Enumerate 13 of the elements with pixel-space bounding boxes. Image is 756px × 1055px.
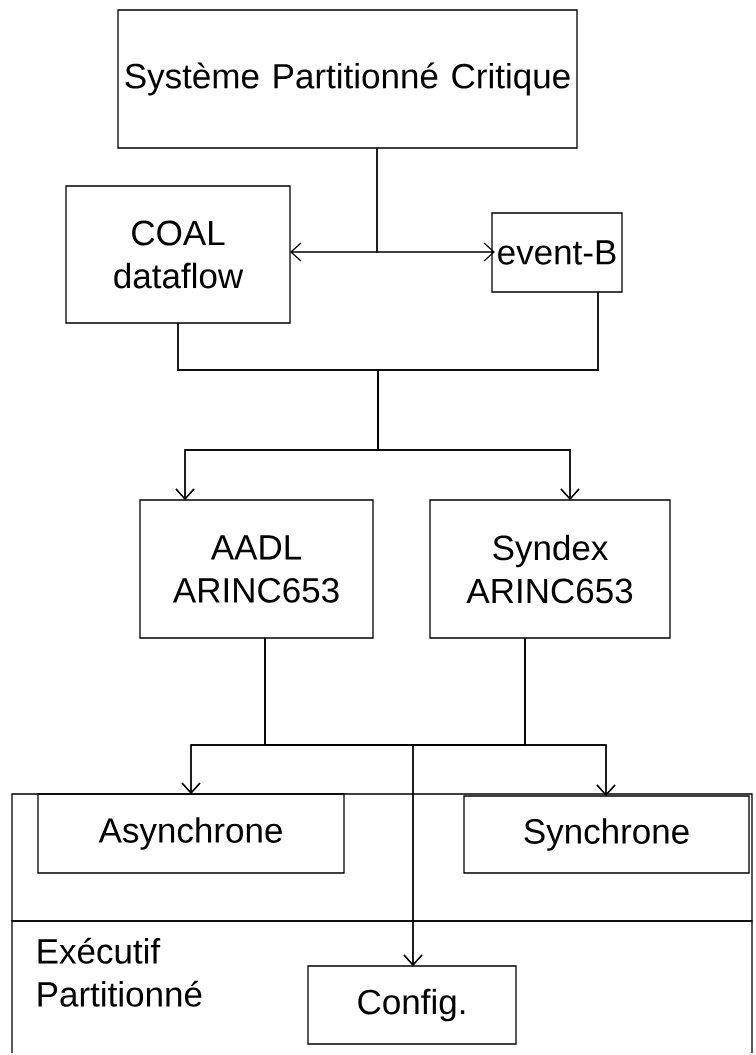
process-box: Synchrone xyxy=(463,795,750,874)
process-box: Syndex ARINC653 xyxy=(429,499,671,639)
band-panel xyxy=(11,793,753,922)
process-box: Config. xyxy=(307,965,517,1045)
panel-heading: Exécutif Partitionné xyxy=(38,937,202,1007)
process-box: COAL dataflow xyxy=(65,185,291,324)
process-box: Asynchrone xyxy=(37,793,345,874)
arrow xyxy=(403,637,526,966)
arrow xyxy=(377,291,599,500)
process-box: Système Partitionné Critique xyxy=(117,9,578,149)
process-box: AADL ARINC653 xyxy=(139,499,374,639)
arrow xyxy=(376,147,495,262)
process-box: event-B xyxy=(491,212,623,293)
